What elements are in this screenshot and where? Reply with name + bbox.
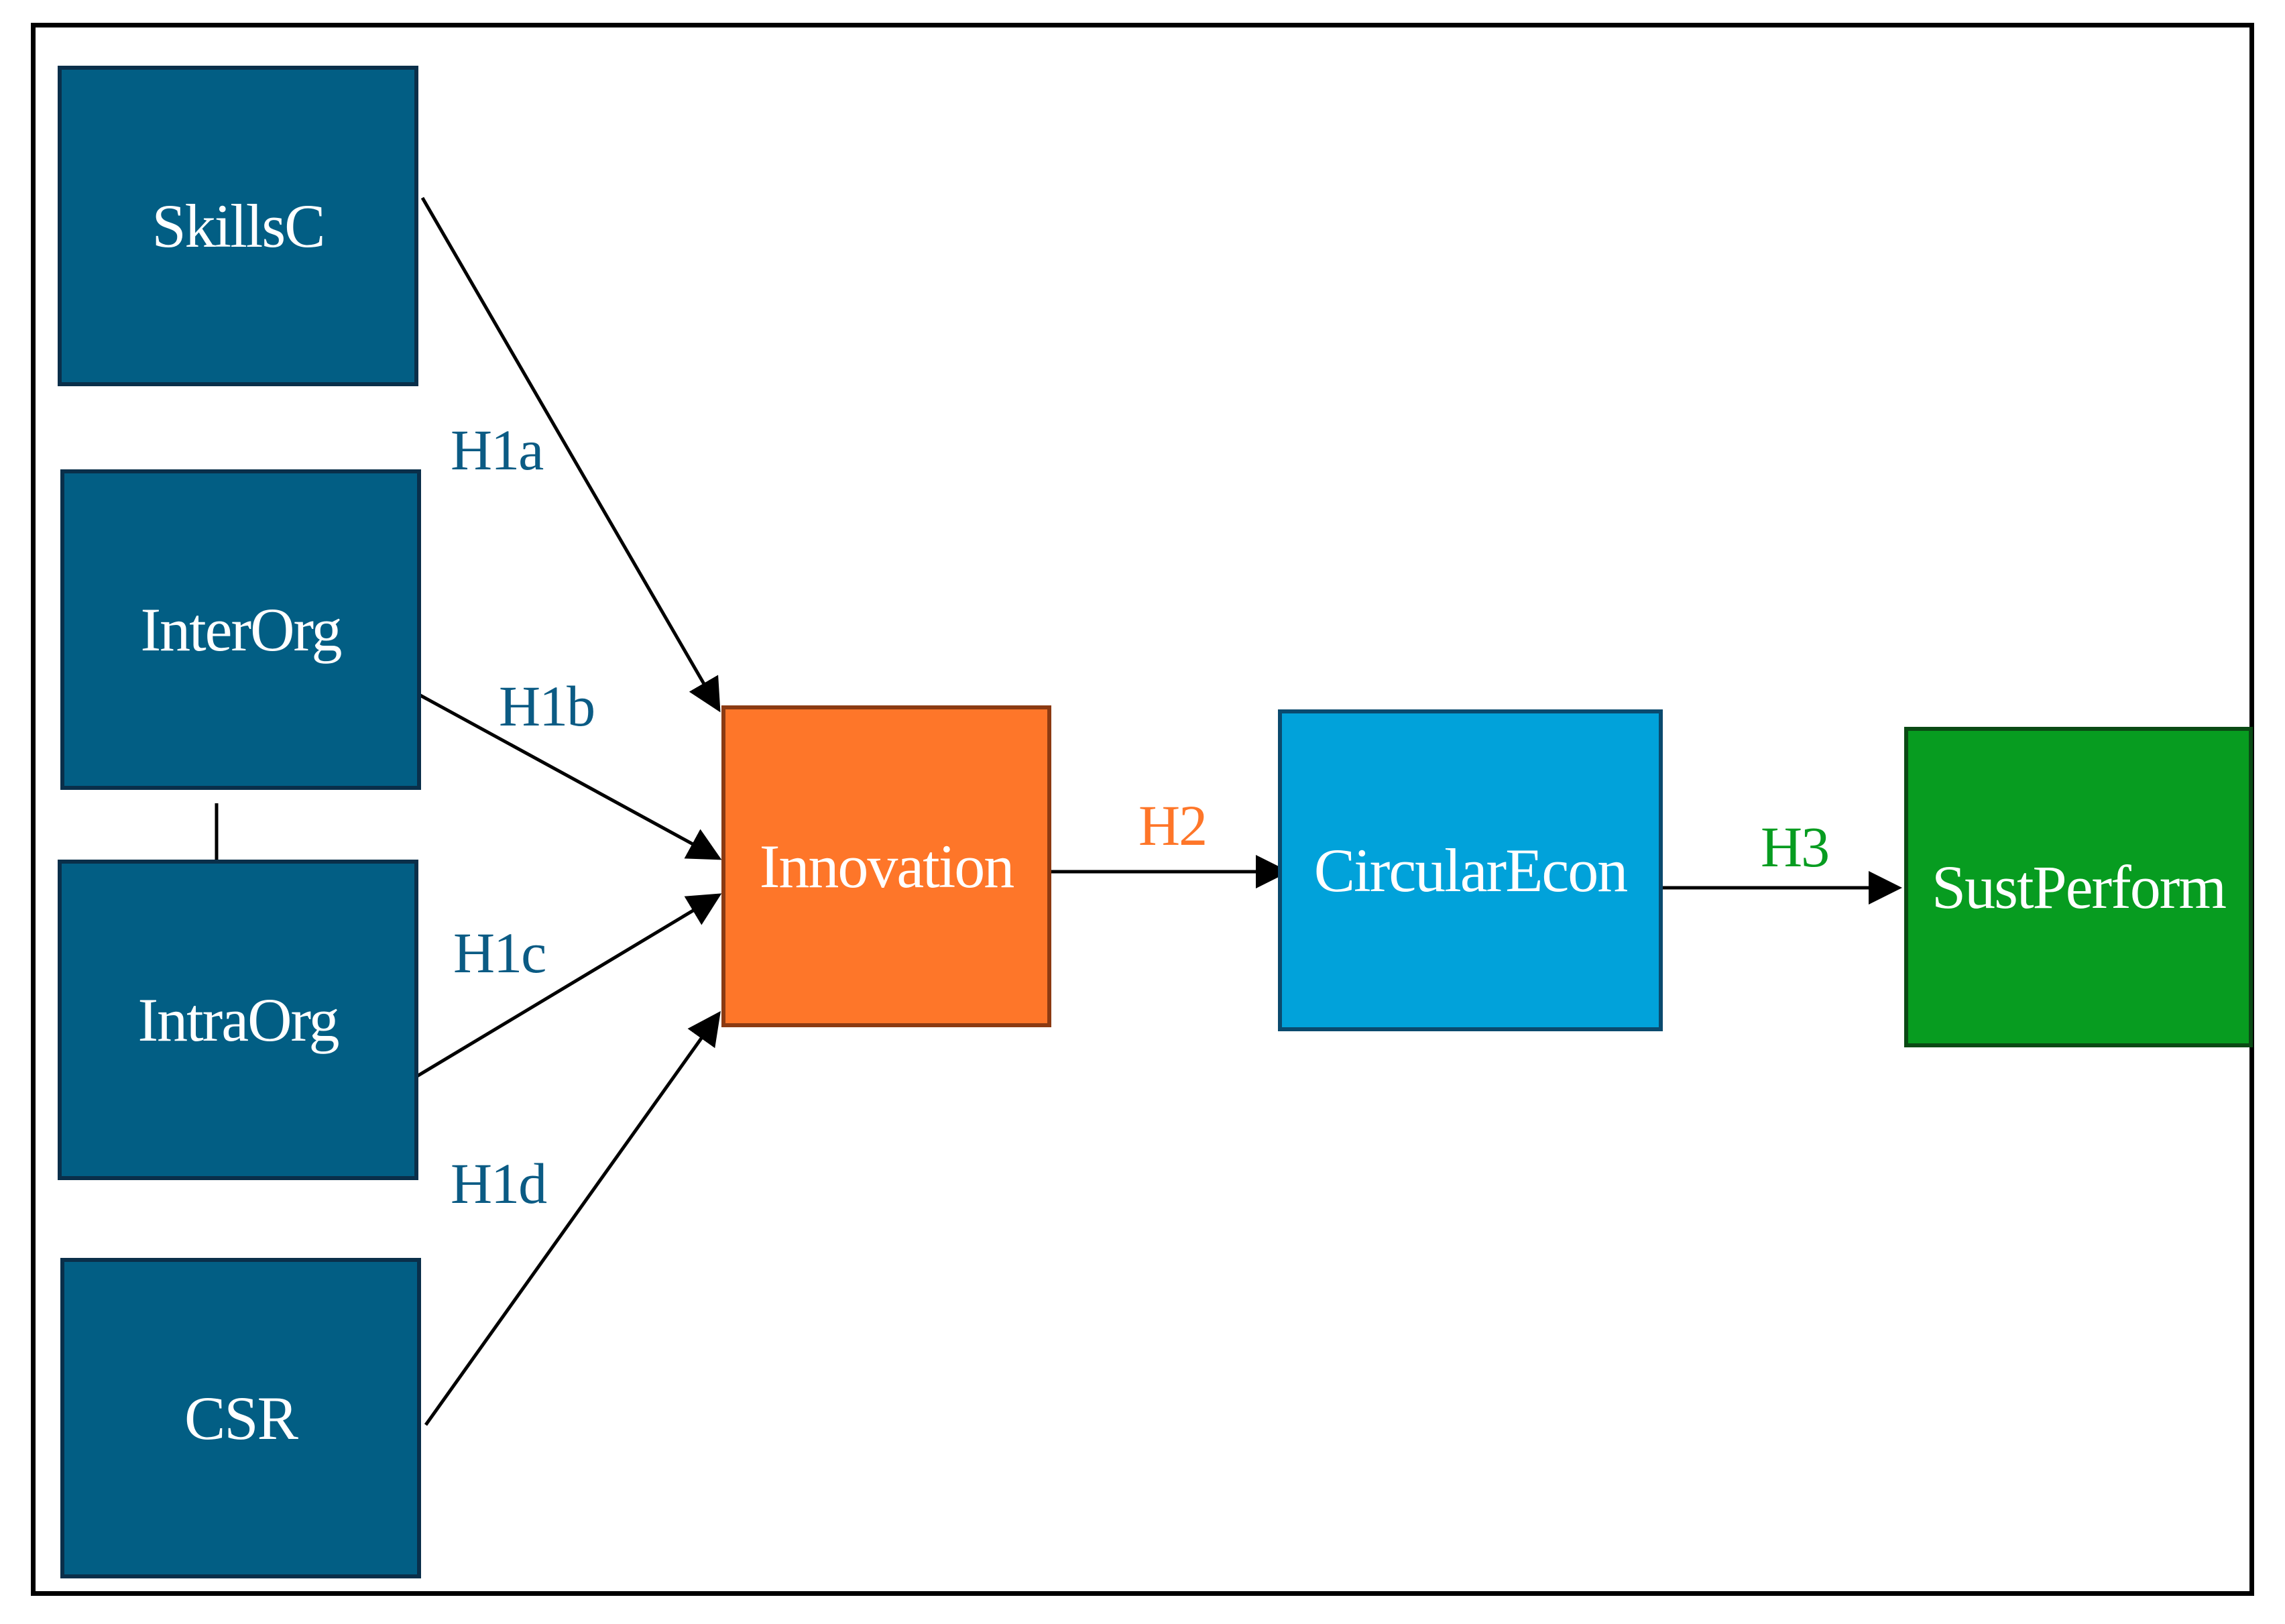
label-h1a: H1a	[451, 418, 544, 482]
node-circularecon-label: CircularEcon	[1313, 836, 1628, 905]
node-sustperform-label: SustPerform	[1932, 853, 2227, 921]
label-h1d: H1d	[451, 1151, 547, 1216]
label-h1b: H1b	[499, 674, 595, 738]
node-innovation-label: Innovation	[759, 832, 1015, 901]
node-interorg-label: InterOrg	[140, 595, 342, 664]
node-intraorg: IntraOrg	[58, 860, 418, 1180]
node-csr: CSR	[60, 1258, 421, 1578]
label-h1c: H1c	[453, 921, 546, 985]
node-sustperform: SustPerform	[1904, 727, 2253, 1047]
label-h3: H3	[1761, 815, 1830, 879]
node-intraorg-label: IntraOrg	[137, 986, 339, 1054]
node-circularecon: CircularEcon	[1278, 709, 1663, 1031]
node-innovation: Innovation	[721, 705, 1051, 1027]
node-interorg: InterOrg	[60, 469, 421, 790]
label-h2: H2	[1138, 793, 1208, 858]
node-skillsc-label: SkillsC	[152, 192, 325, 260]
node-skillsc: SkillsC	[58, 66, 418, 386]
node-csr-label: CSR	[184, 1384, 298, 1452]
